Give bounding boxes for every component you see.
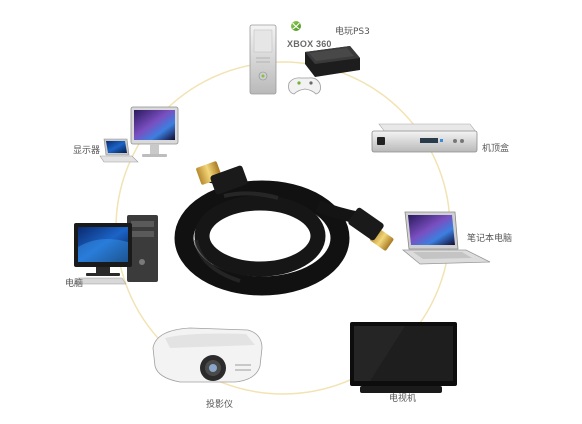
device-label-monitor: 显示器: [73, 146, 101, 156]
flat-tv-icon: [350, 322, 457, 393]
hdmi-cable-icon: [174, 161, 394, 296]
set-top-box-icon: [371, 123, 478, 153]
device-label-projector: 投影仪: [206, 400, 234, 410]
laptop-icon: [401, 211, 491, 265]
desktop-computer-icon: [73, 215, 158, 285]
projector-icon: [152, 327, 263, 383]
xbox-console-icon: [249, 24, 277, 95]
device-label-consoles: 电玩PS3: [335, 27, 370, 37]
device-label-laptop: 笔记本电脑: [467, 234, 513, 244]
device-label-settop-box: 机顶盒: [482, 144, 510, 154]
game-controller-icon: [288, 77, 321, 95]
xbox-360-badge: XBOX 360: [287, 39, 332, 49]
ps3-console-icon: [305, 46, 360, 77]
monitor-icon: [99, 106, 179, 163]
device-label-desktop: 电脑: [65, 279, 84, 289]
xbox-logo-icon: [291, 21, 301, 31]
device-label-tv: 电视机: [389, 394, 417, 404]
